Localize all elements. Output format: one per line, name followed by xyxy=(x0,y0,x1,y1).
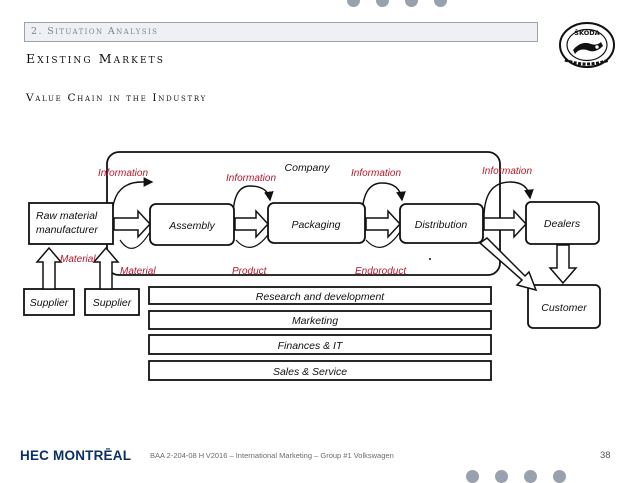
section-label: 2. Situation Analysis xyxy=(31,26,159,37)
support-rd-box xyxy=(148,286,492,305)
support-finances-box xyxy=(148,334,492,355)
supplier-box-1 xyxy=(23,288,75,316)
raw-material-box xyxy=(28,202,114,245)
section-header: 2. Situation Analysis xyxy=(24,22,538,42)
dot xyxy=(495,470,508,483)
hec-logo: HEC MONTRĒAL xyxy=(20,448,131,463)
skoda-logo: ŠKODA xyxy=(557,20,617,70)
flow-material-1: Material xyxy=(60,254,96,265)
support-sales: Sales & Service xyxy=(273,366,347,378)
dot xyxy=(553,470,566,483)
footer-text: BAA 2-204-08 H V2016 – International Mar… xyxy=(150,451,394,460)
support-rd: Research and development xyxy=(256,291,385,303)
top-dots xyxy=(347,0,447,7)
support-finances: Finances & IT xyxy=(278,340,344,352)
supplier-label-1: Supplier xyxy=(30,297,69,309)
flow-material-2: Material xyxy=(120,266,156,277)
flow-information-4: Information xyxy=(482,166,532,177)
dot xyxy=(434,0,447,7)
page-title: Existing Markets xyxy=(26,51,165,66)
company-label: Company xyxy=(285,162,331,174)
customer-box xyxy=(527,284,601,329)
flow-information-1: Information xyxy=(98,168,148,179)
customer-label: Customer xyxy=(541,302,587,314)
dot xyxy=(376,0,389,7)
value-chain-diagram: .box { fill:#fff; stroke:#111; stroke-wi… xyxy=(23,151,601,381)
packaging-label: Packaging xyxy=(291,219,340,231)
flow-information-2: Information xyxy=(226,173,276,184)
logo-text: ŠKODA xyxy=(574,28,599,37)
footer-school: HEC MONTRĒAL xyxy=(20,448,132,463)
supplier-label-2: Supplier xyxy=(93,297,132,309)
page-subtitle: Value Chain in the Industry xyxy=(26,92,207,104)
support-sales-box xyxy=(148,360,492,381)
flow-endproduct: Endproduct xyxy=(355,266,407,277)
raw-material-line2: manufacturer xyxy=(36,224,98,236)
page-number: 38 xyxy=(600,450,611,461)
dot xyxy=(524,470,537,483)
dot xyxy=(466,470,479,483)
distribution-label: Distribution xyxy=(415,219,468,231)
dealers-label: Dealers xyxy=(544,218,581,230)
raw-material-line1: Raw material xyxy=(36,210,98,222)
assembly-label: Assembly xyxy=(168,220,215,232)
dot xyxy=(347,0,360,7)
support-marketing-box xyxy=(148,310,492,330)
bottom-dots xyxy=(466,470,566,483)
flow-information-3: Information xyxy=(351,168,401,179)
flow-product: Product xyxy=(232,266,268,277)
dot xyxy=(405,0,418,7)
support-marketing: Marketing xyxy=(292,315,338,327)
